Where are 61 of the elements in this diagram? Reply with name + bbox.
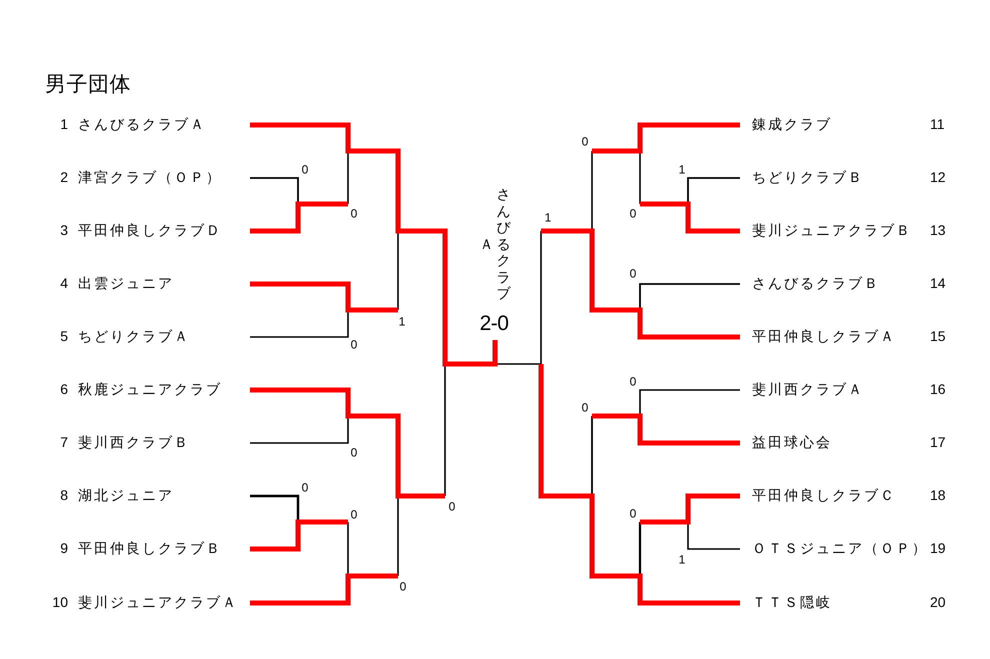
seed-number: 18 [930, 486, 946, 504]
team-name: 秋鹿ジュニアクラブ [78, 380, 222, 398]
team-name: 湖北ジュニア [78, 486, 174, 504]
winner-name: さんびるクラブＡ [478, 186, 512, 302]
match-score: 0 [302, 482, 308, 494]
match-score: 1 [678, 554, 686, 566]
match-score: 0 [350, 508, 358, 522]
seed-number: 2 [60, 168, 68, 186]
match-score: 0 [350, 208, 358, 220]
match-score: 0 [350, 446, 358, 460]
team-name: さんびるクラブＡ [78, 115, 206, 133]
team-name: 平田仲良しクラブＤ [78, 221, 222, 239]
seed-number: 6 [60, 380, 68, 398]
seed-number: 13 [930, 221, 946, 239]
team-name: 斐川西クラブＢ [78, 433, 190, 451]
match-score: 0 [400, 580, 406, 594]
title: 男子団体 [45, 72, 131, 98]
match-score: 1 [544, 212, 552, 224]
seed-number: 15 [930, 327, 946, 345]
team-name: 出雲ジュニア [78, 274, 174, 292]
team-name: 平田仲良しクラブＢ [78, 539, 222, 557]
match-score: 0 [630, 268, 636, 280]
seed-number: 9 [60, 539, 68, 557]
team-name: 斐川ジュニアクラブＡ [78, 593, 238, 611]
match-score: 1 [398, 316, 406, 328]
seed-number: 8 [60, 486, 68, 504]
match-score: 0 [630, 508, 636, 520]
seed-number: 17 [930, 433, 946, 451]
final-score: 2-0 [480, 313, 508, 335]
team-name: 錬成クラブ [752, 115, 832, 133]
seed-number: 7 [60, 433, 68, 451]
match-score: 0 [302, 164, 308, 176]
match-score: 0 [630, 376, 636, 388]
seed-number: 3 [60, 221, 68, 239]
team-name: 平田仲良しクラブＣ [752, 486, 896, 504]
seed-number: 1 [60, 115, 68, 133]
seed-number: 4 [60, 274, 68, 292]
seed-number: 11 [930, 115, 945, 133]
match-score: 0 [350, 338, 358, 352]
match-score: 0 [582, 402, 588, 414]
team-name: 益田球心会 [752, 433, 832, 451]
seed-number: 12 [930, 168, 946, 186]
seed-number: 16 [930, 380, 946, 398]
match-score: 0 [630, 208, 636, 220]
match-score: 0 [582, 136, 588, 148]
team-name: ちどりクラブＡ [78, 327, 190, 345]
match-score: 0 [448, 500, 456, 514]
seed-number: 20 [930, 593, 946, 611]
team-name: ＴＴＳ隠岐 [752, 593, 832, 611]
seed-number: 10 [52, 593, 68, 611]
team-name: ちどりクラブＢ [752, 168, 864, 186]
team-name: 平田仲良しクラブＡ [752, 327, 896, 345]
seed-number: 5 [60, 327, 68, 345]
team-name: 津宮クラブ（ＯＰ） [78, 168, 222, 186]
team-name: さんびるクラブＢ [752, 274, 880, 292]
seed-number: 14 [930, 274, 946, 292]
team-name: ＯＴＳジュニア（ＯＰ） [752, 539, 928, 557]
match-score: 1 [678, 164, 686, 176]
seed-number: 19 [930, 539, 946, 557]
team-name: 斐川西クラブＡ [752, 380, 864, 398]
team-name: 斐川ジュニアクラブＢ [752, 221, 912, 239]
